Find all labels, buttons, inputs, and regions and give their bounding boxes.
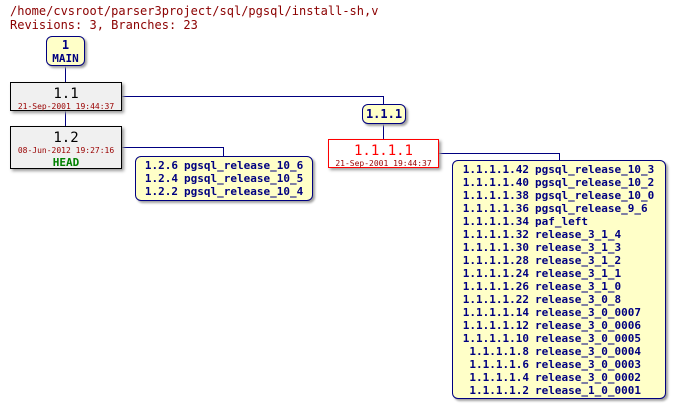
branch-tag-row[interactable]: 1.1.1.1.26 release_3_1_0 xyxy=(457,280,661,293)
branch-tag-revision: 1.1.1.1.22 xyxy=(462,293,529,306)
branch-tag-name: release_3_0_0004 xyxy=(535,345,641,358)
revision-1-1-1-1-box[interactable]: 1.1.1.1 21-Sep-2001 19:44:37 xyxy=(328,139,439,168)
branch-tag-revision: 1.1.1.1.42 xyxy=(462,163,529,176)
branch-tag-row[interactable]: 1.1.1.1.2 release_1_0_0001 xyxy=(457,384,661,397)
branch-tag-revision: 1.1.1.1.28 xyxy=(462,254,529,267)
branch-tag-revision: 1.2.4 xyxy=(144,172,178,185)
file-path: /home/cvsroot/parser3project/sql/pgsql/i… xyxy=(10,4,379,18)
branch-tag-revision: 1.1.1.1.10 xyxy=(462,332,529,345)
branch-tag-row[interactable]: 1.1.1.1.4 release_3_0_0002 xyxy=(457,371,661,384)
branch-tag-name: release_3_0_0005 xyxy=(535,332,641,345)
branch-tag-row[interactable]: 1.1.1.1.12 release_3_0_0006 xyxy=(457,319,661,332)
branch-tag-revision: 1.1.1.1.24 xyxy=(462,267,529,280)
branch-tag-name: pgsql_release_10_6 xyxy=(184,159,304,172)
branch-tag-revision: 1.2.2 xyxy=(144,185,178,198)
branch-tag-name: pgsql_release_10_3 xyxy=(535,163,655,176)
branch-tag-name: release_3_1_0 xyxy=(535,280,622,293)
branch-tag-revision: 1.1.1.1.40 xyxy=(462,176,529,189)
branch-tag-name: release_3_0_0006 xyxy=(535,319,641,332)
revision-1-2-head-tag: HEAD xyxy=(52,156,80,169)
branch-tag-row[interactable]: 1.2.6 pgsql_release_10_6 xyxy=(140,159,308,172)
revision-1-1-1-1-date: 21-Sep-2001 19:44:37 xyxy=(335,159,432,168)
branch-tag-name: pgsql_release_10_4 xyxy=(184,185,304,198)
branch-tag-revision: 1.1.1.1.14 xyxy=(462,306,529,319)
branch-tag-name: release_3_0_8 xyxy=(535,293,622,306)
branch-tag-revision: 1.1.1.1.6 xyxy=(469,358,529,371)
branch-tag-row[interactable]: 1.1.1.1.38 pgsql_release_10_0 xyxy=(457,189,661,202)
edge-main-to-1-1 xyxy=(65,66,66,82)
branch-tag-row[interactable]: 1.1.1.1.32 release_3_1_4 xyxy=(457,228,661,241)
branch-tag-revision: 1.1.1.1.2 xyxy=(469,384,529,397)
branch-tag-row[interactable]: 1.1.1.1.24 release_3_1_1 xyxy=(457,267,661,280)
branch-tag-row[interactable]: 1.1.1.1.30 release_3_1_3 xyxy=(457,241,661,254)
branch-tag-row[interactable]: 1.1.1.1.6 release_3_0_0003 xyxy=(457,358,661,371)
branch-main-box[interactable]: 1 MAIN xyxy=(46,36,85,66)
branch-1-1-1-box[interactable]: 1.1.1 xyxy=(362,104,406,124)
branch-tag-row[interactable]: 1.1.1.1.8 release_3_0_0004 xyxy=(457,345,661,358)
branch-tag-revision: 1.1.1.1.36 xyxy=(462,202,529,215)
branch-tag-name: release_3_1_1 xyxy=(535,267,622,280)
branch-tag-name: release_3_1_2 xyxy=(535,254,622,267)
edge-1-2-to-branches-v xyxy=(223,147,224,156)
branch-tag-revision: 1.1.1.1.34 xyxy=(462,215,529,228)
branch-tag-revision: 1.1.1.1.38 xyxy=(462,189,529,202)
branch-tag-row[interactable]: 1.1.1.1.28 release_3_1_2 xyxy=(457,254,661,267)
branch-tag-revision: 1.1.1.1.4 xyxy=(469,371,529,384)
branch-tag-name: release_3_0_0002 xyxy=(535,371,641,384)
revision-1-2-box[interactable]: 1.2 08-Jun-2012 19:27:16 HEAD xyxy=(10,126,122,169)
edge-1-1-to-vendor-h xyxy=(122,96,384,97)
branch-main-label: MAIN xyxy=(52,52,79,65)
branch-tag-name: release_1_0_0001 xyxy=(535,384,641,397)
branch-tag-name: pgsql_release_10_2 xyxy=(535,176,655,189)
edge-1-1-1-1-to-branches-v xyxy=(559,153,560,160)
revision-1-1-number: 1.1 xyxy=(53,86,79,102)
file-header: /home/cvsroot/parser3project/sql/pgsql/i… xyxy=(10,4,378,32)
branch-tag-revision: 1.1.1.1.12 xyxy=(462,319,529,332)
branch-tag-row[interactable]: 1.1.1.1.22 release_3_0_8 xyxy=(457,293,661,306)
branch-tag-revision: 1.1.1.1.30 xyxy=(462,241,529,254)
branch-tag-row[interactable]: 1.1.1.1.36 pgsql_release_9_6 xyxy=(457,202,661,215)
edge-1-1-to-vendor-v xyxy=(383,96,384,104)
revision-1-1-1-1-number: 1.1.1.1 xyxy=(353,143,413,159)
branch-list-1-1-1-1: 1.1.1.1.42 pgsql_release_10_3 1.1.1.1.40 pg… xyxy=(452,160,666,399)
revision-1-1-box[interactable]: 1.1 21-Sep-2001 19:44:37 xyxy=(10,82,122,111)
revision-1-2-date: 08-Jun-2012 19:27:16 xyxy=(17,146,115,155)
branch-tag-row[interactable]: 1.1.1.1.10 release_3_0_0005 xyxy=(457,332,661,345)
branch-tag-row[interactable]: 1.1.1.1.34 paf_left xyxy=(457,215,661,228)
branch-tag-name: release_3_1_3 xyxy=(535,241,622,254)
edge-1-1-to-1-2 xyxy=(65,111,66,126)
branch-tag-name: pgsql_release_10_0 xyxy=(535,189,655,202)
branch-tag-name: release_3_1_4 xyxy=(535,228,622,241)
branch-1-1-1-number: 1.1.1 xyxy=(365,107,403,121)
branch-tag-name: release_3_0_0007 xyxy=(535,306,641,319)
branch-tag-row[interactable]: 1.1.1.1.42 pgsql_release_10_3 xyxy=(457,163,661,176)
branch-tag-name: release_3_0_0003 xyxy=(535,358,641,371)
edge-1-2-to-branches-h xyxy=(122,147,224,148)
branch-tag-revision: 1.1.1.1.32 xyxy=(462,228,529,241)
branch-main-number: 1 xyxy=(61,38,70,52)
branch-tag-name: pgsql_release_10_5 xyxy=(184,172,304,185)
branch-tag-row[interactable]: 1.1.1.1.14 release_3_0_0007 xyxy=(457,306,661,319)
branch-list-1-2: 1.2.6 pgsql_release_10_6 1.2.4 pgsql_releas… xyxy=(135,156,313,201)
branch-tag-row[interactable]: 1.2.4 pgsql_release_10_5 xyxy=(140,172,308,185)
revision-1-1-date: 21-Sep-2001 19:44:37 xyxy=(17,102,115,111)
branch-tag-revision: 1.1.1.1.8 xyxy=(469,345,529,358)
branch-tag-revision: 1.2.6 xyxy=(144,159,178,172)
branch-tag-revision: 1.1.1.1.26 xyxy=(462,280,529,293)
branch-tag-name: pgsql_release_9_6 xyxy=(535,202,648,215)
revision-1-2-number: 1.2 xyxy=(53,130,79,146)
branch-tag-row[interactable]: 1.1.1.1.40 pgsql_release_10_2 xyxy=(457,176,661,189)
branch-tag-row[interactable]: 1.2.2 pgsql_release_10_4 xyxy=(140,185,308,198)
revision-summary: Revisions: 3, Branches: 23 xyxy=(10,18,198,32)
edge-1-1-1-1-to-branches-h xyxy=(439,153,560,154)
branch-tag-name: paf_left xyxy=(535,215,588,228)
edge-vendor-to-1-1-1-1 xyxy=(383,124,384,139)
